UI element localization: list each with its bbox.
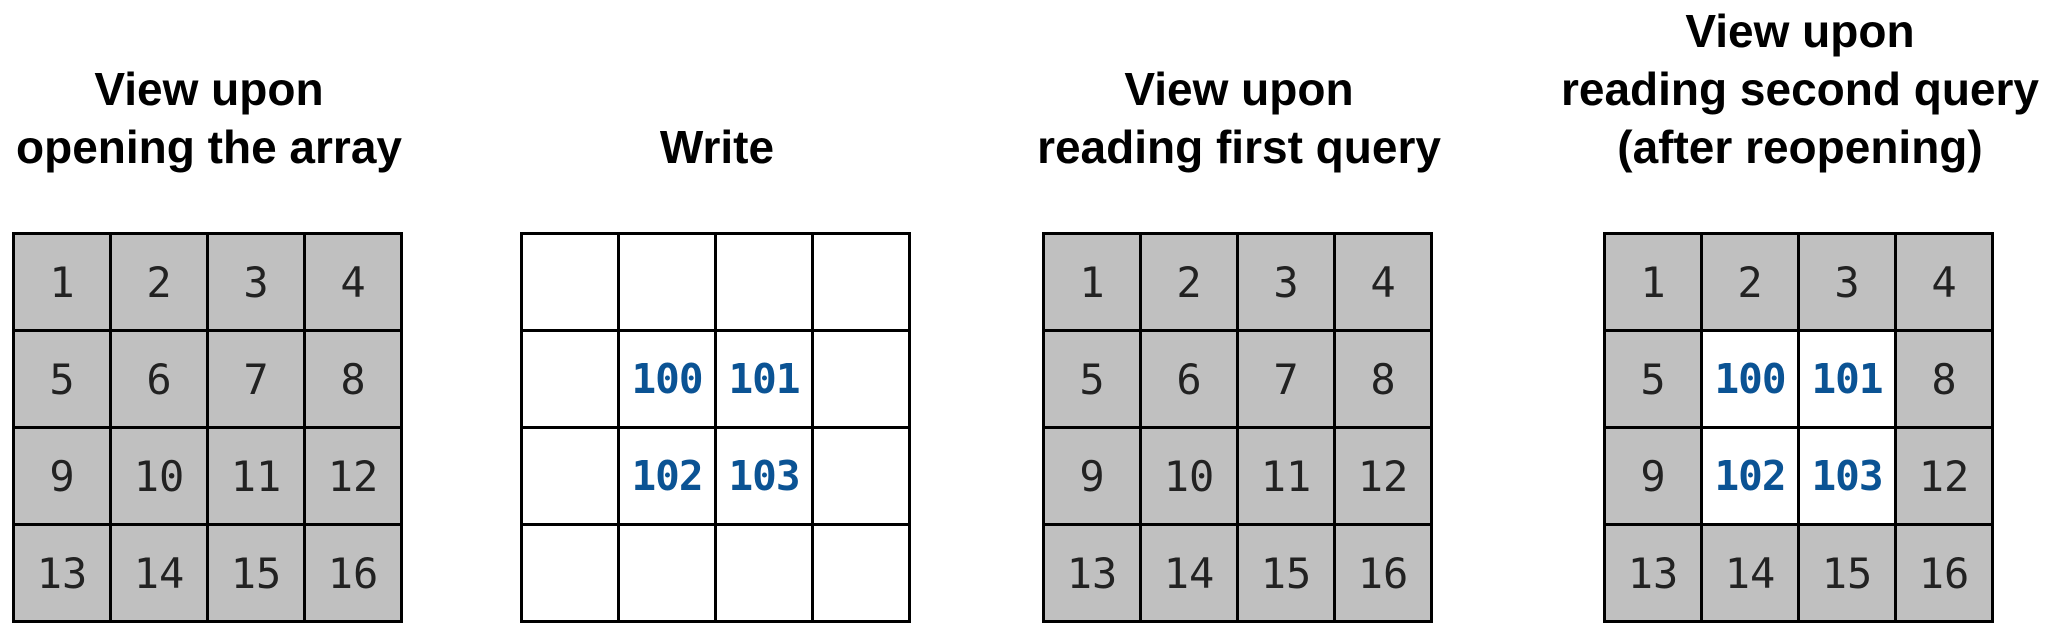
panel-title: View upon reading second query (after reop… [1520, 2, 2062, 176]
array-cell: 7 [209, 332, 306, 429]
array-cell: 5 [1606, 332, 1703, 429]
empty-cell [814, 429, 911, 526]
empty-cell [523, 429, 620, 526]
array-cell: 7 [1239, 332, 1336, 429]
empty-cell [717, 235, 814, 332]
array-cell: 16 [306, 526, 403, 623]
written-cell: 101 [717, 332, 814, 429]
array-cell: 2 [112, 235, 209, 332]
array-cell: 8 [306, 332, 403, 429]
empty-cell [814, 332, 911, 429]
panel-title-line: reading first query [1037, 121, 1441, 173]
array-cell: 16 [1897, 526, 1994, 623]
written-cell: 100 [1703, 332, 1800, 429]
written-cell: 102 [620, 429, 717, 526]
array-cell: 12 [306, 429, 403, 526]
array-cell: 2 [1703, 235, 1800, 332]
empty-cell [523, 332, 620, 429]
array-cell: 6 [1142, 332, 1239, 429]
array-cell: 13 [15, 526, 112, 623]
array-cell: 10 [1142, 429, 1239, 526]
array-cell: 12 [1336, 429, 1433, 526]
panel-title: View upon reading first query [959, 60, 1519, 176]
array-cell: 5 [1045, 332, 1142, 429]
array-cell: 3 [209, 235, 306, 332]
array-cell: 6 [112, 332, 209, 429]
array-cell: 12 [1897, 429, 1994, 526]
array-cell: 3 [1800, 235, 1897, 332]
array-cell: 11 [209, 429, 306, 526]
panel-title-line: View upon [1685, 5, 1915, 57]
panel-title-line: Write [659, 121, 775, 173]
array-cell: 15 [209, 526, 306, 623]
panel-title-line: (after reopening) [1617, 121, 1983, 173]
empty-cell [814, 235, 911, 332]
panel-title-line: View upon [94, 63, 324, 115]
panel-title-line: View upon [1124, 63, 1354, 115]
array-cell: 8 [1336, 332, 1433, 429]
array-cell: 10 [112, 429, 209, 526]
panel-title: View upon opening the array [0, 60, 489, 176]
array-cell: 15 [1239, 526, 1336, 623]
panel-title-line: opening the array [16, 121, 402, 173]
empty-cell [620, 526, 717, 623]
array-cell: 15 [1800, 526, 1897, 623]
array-cell: 13 [1045, 526, 1142, 623]
empty-cell [523, 235, 620, 332]
array-cell: 1 [15, 235, 112, 332]
array-cell: 9 [1045, 429, 1142, 526]
panel-title: Write [437, 118, 997, 176]
panel-title-line: reading second query [1560, 63, 2039, 115]
array-cell: 9 [1606, 429, 1703, 526]
written-cell: 102 [1703, 429, 1800, 526]
array-cell: 4 [1336, 235, 1433, 332]
array-cell: 14 [1142, 526, 1239, 623]
array-cell: 16 [1336, 526, 1433, 623]
array-cell: 4 [1897, 235, 1994, 332]
empty-cell [814, 526, 911, 623]
array-cell: 11 [1239, 429, 1336, 526]
empty-cell [523, 526, 620, 623]
panel-4: View upon reading second query (after reop… [1561, 0, 2039, 629]
array-cell: 3 [1239, 235, 1336, 332]
written-cell: 100 [620, 332, 717, 429]
array-cell: 9 [15, 429, 112, 526]
array-cell: 2 [1142, 235, 1239, 332]
empty-cell [620, 235, 717, 332]
array-cell: 5 [15, 332, 112, 429]
array-cell: 4 [306, 235, 403, 332]
written-cell: 103 [1800, 429, 1897, 526]
empty-cell [717, 526, 814, 623]
array-cell: 14 [1703, 526, 1800, 623]
array-cell: 1 [1045, 235, 1142, 332]
written-cell: 101 [1800, 332, 1897, 429]
array-cell: 14 [112, 526, 209, 623]
array-cell: 13 [1606, 526, 1703, 623]
array-cell: 8 [1897, 332, 1994, 429]
array-cell: 1 [1606, 235, 1703, 332]
written-cell: 103 [717, 429, 814, 526]
